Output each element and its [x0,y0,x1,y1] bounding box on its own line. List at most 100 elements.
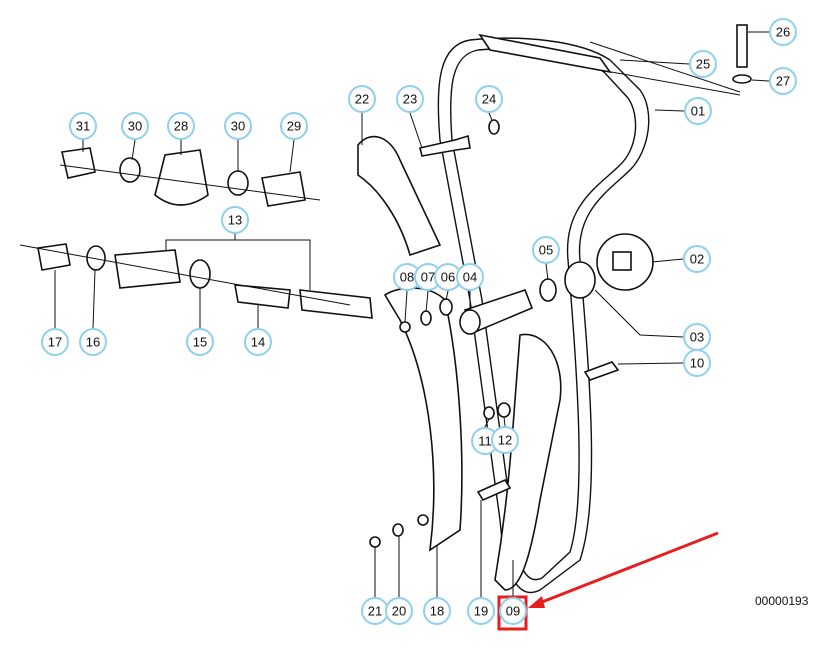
callout-28[interactable]: 28 [167,112,195,140]
callout-ring [221,206,249,234]
callout-02[interactable]: 02 [683,245,711,273]
callout-ring [41,328,69,356]
callout-ring [186,328,214,356]
callout-ring [683,349,711,377]
callout-label: 24 [482,92,496,107]
callout-label: 23 [403,92,417,107]
callout-22[interactable]: 22 [348,85,376,113]
callout-label: 08 [400,270,414,285]
washer [732,74,752,84]
guide-rail [494,333,562,591]
callout-26[interactable]: 26 [769,18,797,46]
tensioner-spring [234,284,291,309]
washer-05 [539,278,557,302]
callout-30[interactable]: 30 [121,112,149,140]
callout-20[interactable]: 20 [385,597,413,625]
callout-07[interactable]: 07 [414,263,442,291]
callout-11[interactable]: 11 [471,427,499,455]
callout-ring [280,112,308,140]
tensioner-housing [154,149,209,206]
callout-ring [79,328,107,356]
callout-23[interactable]: 23 [396,85,424,113]
callout-ring [491,426,519,454]
stud [476,478,512,502]
callout-label: 10 [690,356,704,371]
tensioner-rail [357,135,442,257]
callout-label: 04 [463,270,477,285]
callout-04[interactable]: 04 [456,263,484,291]
callout-label: 11 [478,434,492,449]
callout-label: 18 [430,604,444,619]
callout-06[interactable]: 06 [434,263,462,291]
callout-ring [224,112,252,140]
callout-ring [475,85,503,113]
callout-label: 07 [421,270,435,285]
callout-03[interactable]: 03 [683,323,711,351]
callout-18[interactable]: 18 [423,597,451,625]
callout-label: 14 [251,335,265,350]
callout-label: 25 [696,57,710,72]
callout-ring [121,112,149,140]
callout-label: 20 [392,604,406,619]
callout-label: 06 [441,270,455,285]
callout-13[interactable]: 13 [221,206,249,234]
callout-ring [684,97,712,125]
callout-14[interactable]: 14 [244,328,272,356]
callout-label: 19 [474,604,488,619]
callout-30[interactable]: 30 [224,112,252,140]
callout-label: 26 [776,25,790,40]
callout-label: 16 [86,335,100,350]
callout-09[interactable]: 09 [499,597,527,625]
callout-10[interactable]: 10 [683,349,711,377]
callout-16[interactable]: 16 [79,328,107,356]
callout-label: 31 [76,119,90,134]
callout-ring [69,112,97,140]
callout-ring [499,597,527,625]
callout-05[interactable]: 05 [532,236,560,264]
bolt [736,24,748,68]
tensioner-guide-rail [383,287,463,552]
callout-label: 09 [506,604,520,619]
callout-label: 22 [355,92,369,107]
callout-ring [769,67,797,95]
callout-ring [532,236,560,264]
callout-label: 21 [368,604,382,619]
callout-label: 15 [193,335,207,350]
callout-label: 30 [128,119,142,134]
callout-24[interactable]: 24 [475,85,503,113]
callout-31[interactable]: 31 [69,112,97,140]
highlight-arrow [536,531,719,606]
callout-ring [689,50,717,78]
callout-ring [244,328,272,356]
callout-label: 05 [539,243,553,258]
bolt-10 [583,361,620,381]
callout-19[interactable]: 19 [467,597,495,625]
callout-label: 29 [287,119,301,134]
callout-label: 27 [776,74,790,89]
callout-label: 12 [498,433,512,448]
callout-ring [396,85,424,113]
callout-17[interactable]: 17 [41,328,69,356]
callout-label: 28 [174,119,188,134]
callout-12[interactable]: 12 [491,426,519,454]
callout-ring [348,85,376,113]
highlight-arrowhead [528,596,545,608]
callout-25[interactable]: 25 [689,50,717,78]
parts-drawing [19,24,770,597]
callout-label: 13 [228,213,242,228]
circlip [488,119,500,135]
pin [419,134,471,157]
callout-ring [385,597,413,625]
callout-ring [423,597,451,625]
callout-ring [167,112,195,140]
callout-29[interactable]: 29 [280,112,308,140]
callout-label: 17 [48,335,62,350]
callout-ring [769,18,797,46]
callout-01[interactable]: 01 [684,97,712,125]
callout-27[interactable]: 27 [769,67,797,95]
callout-15[interactable]: 15 [186,328,214,356]
timing-chain [437,37,650,594]
callout-21[interactable]: 21 [361,597,389,625]
tensioner-piston [114,249,181,289]
